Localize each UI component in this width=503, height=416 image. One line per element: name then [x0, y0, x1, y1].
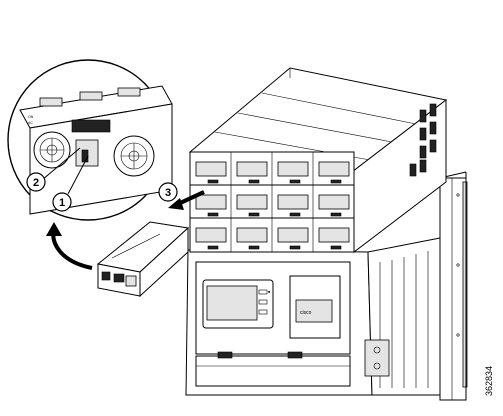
figure-id: 362834	[484, 366, 494, 396]
callout-1: 1	[52, 192, 72, 212]
fan-right-icon	[113, 135, 155, 177]
svg-text:■: ■	[268, 290, 270, 294]
svg-text:AC: AC	[28, 121, 33, 125]
callout-3: 3	[158, 182, 178, 202]
curved-arrow-icon	[46, 222, 93, 270]
pull-arrow-icon	[168, 190, 205, 210]
svg-text:1: 1	[59, 197, 65, 209]
detail-magnifier: ON AC	[7, 59, 173, 221]
svg-text:ON: ON	[28, 115, 34, 119]
power-supply-module	[96, 221, 190, 298]
release-latch	[71, 119, 111, 167]
leader-lines	[41, 147, 89, 195]
fan-left-icon	[33, 131, 71, 169]
power-supply-shelf	[189, 151, 355, 253]
chassis-side-vents	[409, 103, 437, 177]
rack-frame	[439, 171, 468, 401]
svg-text:3: 3	[165, 187, 171, 199]
chassis-base: ■ cisco	[185, 237, 441, 396]
svg-text:2: 2	[33, 177, 39, 189]
callout-2: 2	[26, 172, 46, 192]
cisco-logo: cisco	[300, 310, 312, 316]
